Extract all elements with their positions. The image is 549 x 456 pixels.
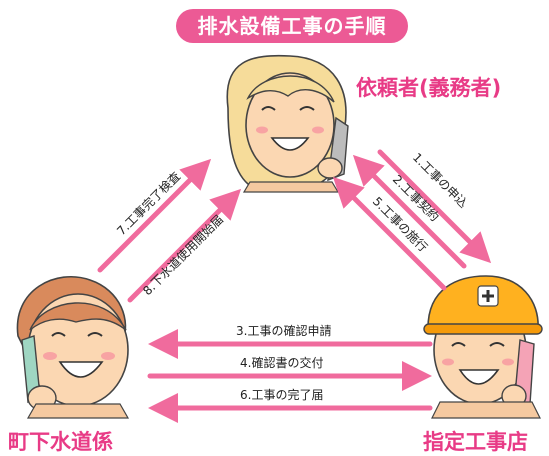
label-step-3: 3.工事の確認申請 <box>236 323 331 338</box>
label-designated-contractor: 指定工事店 <box>423 430 528 454</box>
label-step-7: 7.工事完了検査 <box>114 169 184 239</box>
arrow-step-2 <box>352 154 467 269</box>
label-step-4: 4.確認書の交付 <box>240 355 323 370</box>
woman-on-phone-icon <box>226 54 349 193</box>
arrow-step-8 <box>127 188 242 303</box>
man-on-phone-icon <box>16 275 130 419</box>
label-step-8: 8.下水道使用開始届 <box>140 212 227 299</box>
diagram-title: 排水設備工事の手順 <box>176 9 408 43</box>
label-town-sewer-section: 町下水道係 <box>8 430 113 454</box>
label-client: 依頼者(義務者) <box>356 76 502 100</box>
arrow-step-1 <box>377 149 492 264</box>
arrow-step-5 <box>332 176 447 291</box>
arrow-step-7 <box>97 158 212 273</box>
worker-with-helmet-icon <box>423 275 543 419</box>
label-step-6: 6.工事の完了届 <box>240 387 323 402</box>
